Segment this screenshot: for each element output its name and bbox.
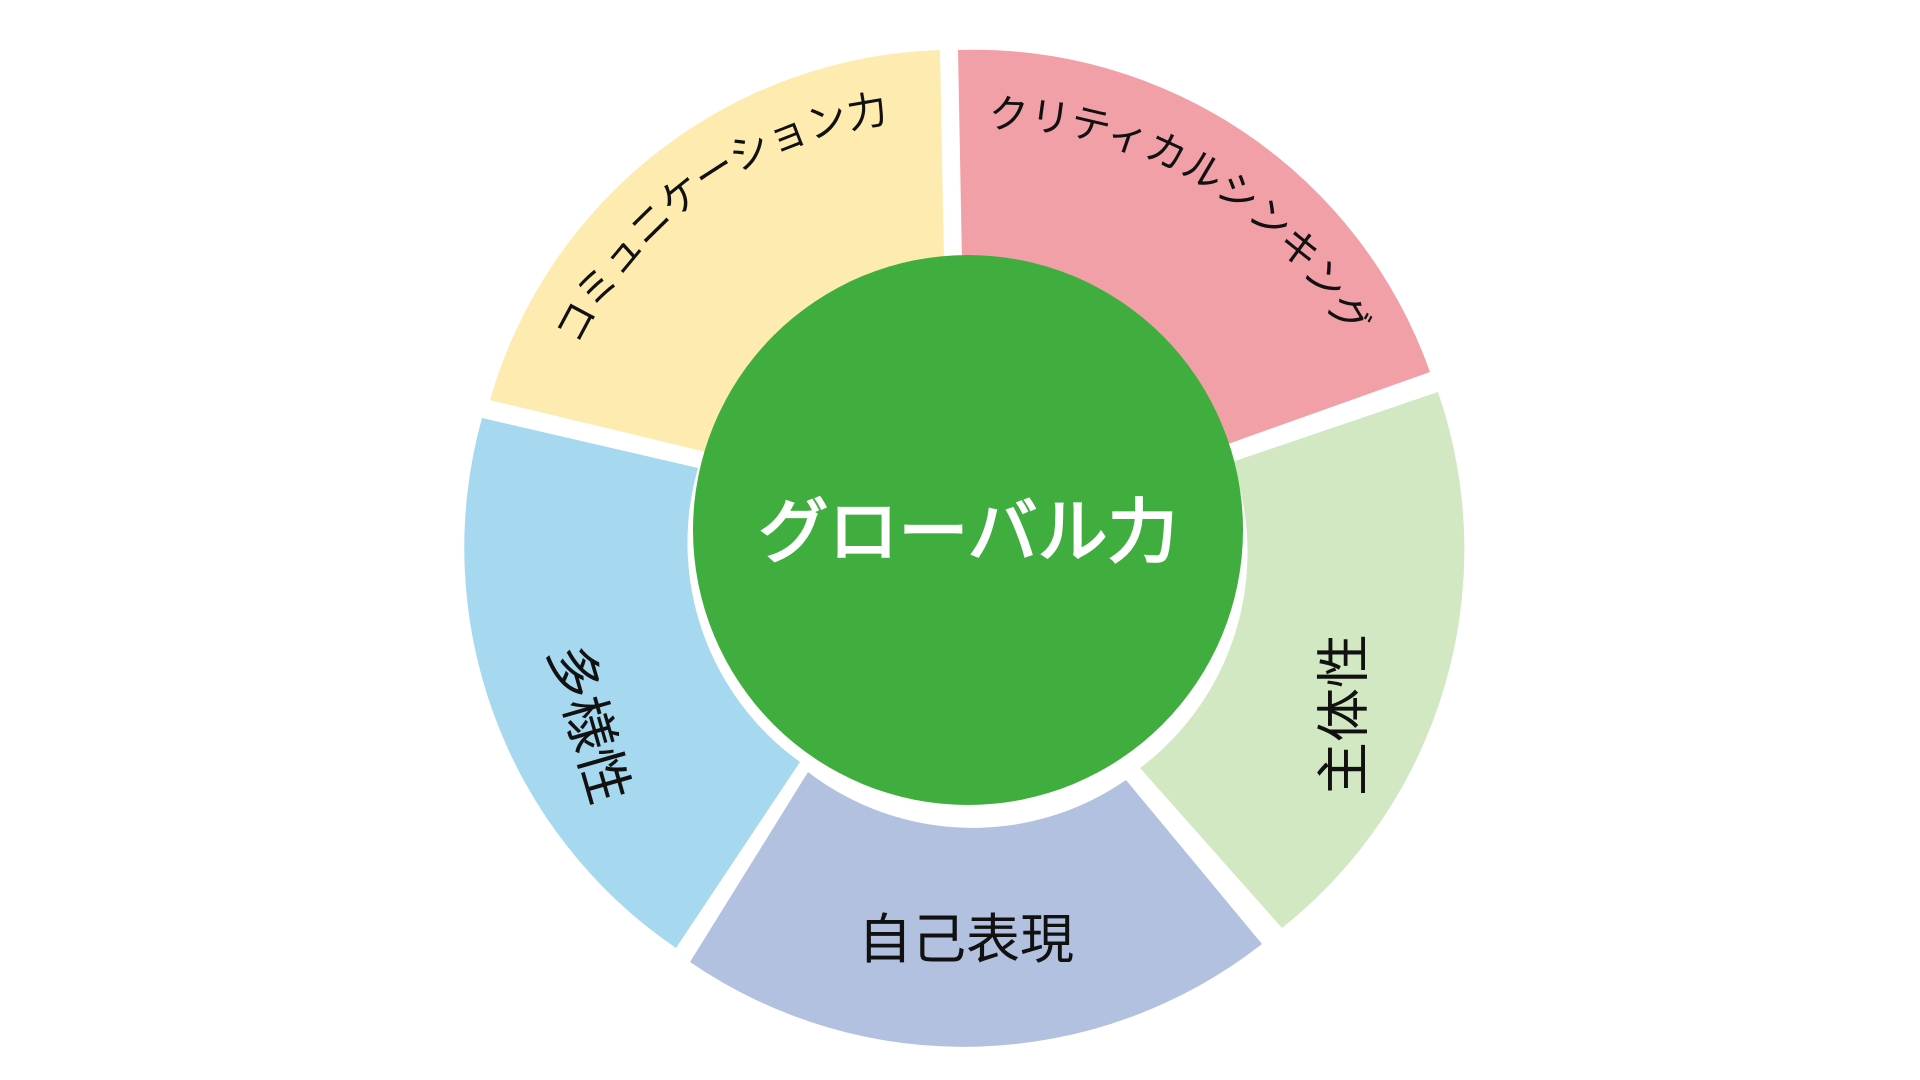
segment-communication [490, 50, 944, 452]
segment-critical-thinking [958, 49, 1430, 444]
segment-proactivity [1140, 392, 1465, 928]
center-circle [693, 255, 1243, 805]
segment-diversity [464, 418, 800, 948]
segment-label-self-expression: 自己表現 [858, 908, 1074, 971]
center-label: グローバル力 [758, 491, 1177, 573]
segment-label-proactivity: 主体性 [1313, 634, 1376, 796]
segment-self-expression [690, 772, 1262, 1047]
